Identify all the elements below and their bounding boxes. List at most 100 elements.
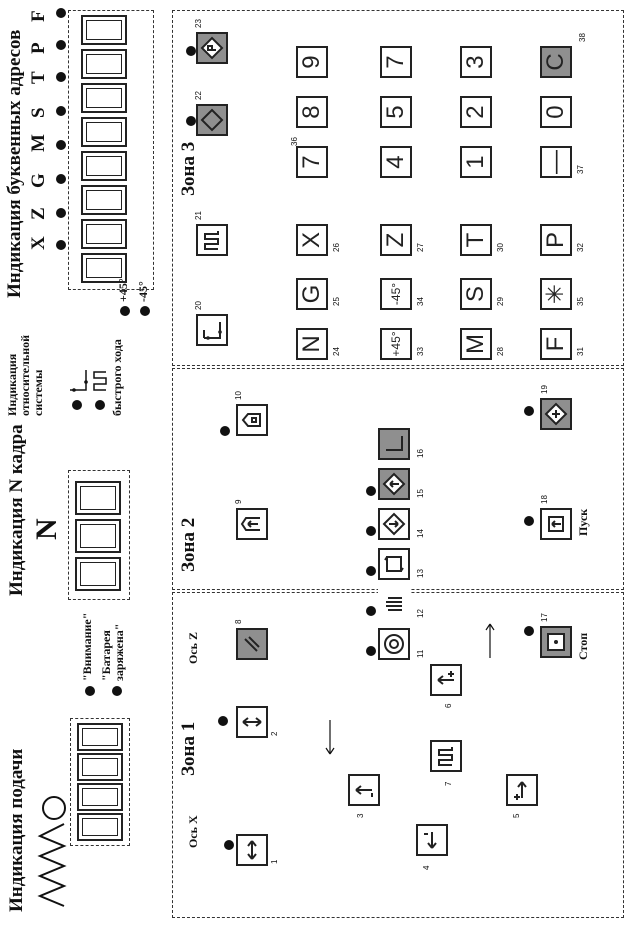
address-display bbox=[68, 10, 154, 290]
axis-z-button[interactable] bbox=[236, 706, 268, 738]
feed-display bbox=[70, 718, 130, 846]
key-1[interactable]: 1 bbox=[460, 146, 492, 178]
key-plus45[interactable]: +45° bbox=[380, 328, 412, 360]
start-label: Пуск bbox=[576, 508, 590, 536]
key-t[interactable]: T bbox=[460, 224, 492, 256]
key-7[interactable]: 7 bbox=[296, 146, 328, 178]
key-21-button[interactable] bbox=[196, 224, 228, 256]
key-number: 9 bbox=[234, 499, 243, 504]
rapid-mode-button[interactable] bbox=[430, 740, 462, 772]
key-number: 27 bbox=[416, 243, 425, 252]
plus45-lamp bbox=[120, 306, 130, 316]
minus45-lamp bbox=[140, 306, 150, 316]
warning-lamp bbox=[85, 686, 95, 696]
address-lamp-t bbox=[56, 72, 66, 82]
key-22-button[interactable] bbox=[196, 104, 228, 136]
key-number: 24 bbox=[332, 347, 341, 356]
key-23-button[interactable] bbox=[196, 32, 228, 64]
key-number: 1 bbox=[270, 859, 279, 864]
key-16-button[interactable] bbox=[378, 428, 410, 460]
key-g[interactable]: G bbox=[296, 278, 328, 310]
key-14-button[interactable] bbox=[378, 508, 410, 540]
key-number: 19 bbox=[540, 385, 549, 394]
key-m[interactable]: M bbox=[460, 328, 492, 360]
key-8[interactable]: 8 bbox=[296, 96, 328, 128]
key-9-button[interactable] bbox=[236, 508, 268, 540]
minus45-label: -45° bbox=[136, 281, 150, 302]
stop-lamp bbox=[524, 626, 534, 636]
lamp-19 bbox=[524, 406, 534, 416]
key-number: 15 bbox=[416, 489, 425, 498]
relative-indication-label: Индикация относительной системы bbox=[5, 334, 45, 416]
z-plus-button[interactable] bbox=[430, 664, 462, 696]
key-number: 3 bbox=[356, 813, 365, 818]
x-minus-button[interactable] bbox=[416, 824, 448, 856]
lamp-13 bbox=[366, 566, 376, 576]
key-number: 22 bbox=[194, 91, 203, 100]
axis-x-label: Ось X bbox=[186, 815, 200, 848]
key-number: 20 bbox=[194, 301, 203, 310]
key-8-button[interactable] bbox=[236, 628, 268, 660]
key-number: 2 bbox=[270, 731, 279, 736]
key-5[interactable]: 5 bbox=[380, 96, 412, 128]
key-number: 4 bbox=[422, 865, 431, 870]
battery-label: "Батарея заряжена" bbox=[99, 623, 126, 681]
lamp-12 bbox=[366, 606, 376, 616]
key-12-button[interactable] bbox=[378, 588, 410, 620]
key-p[interactable]: P bbox=[540, 224, 572, 256]
key-15-button[interactable] bbox=[378, 468, 410, 500]
key-3[interactable]: 3 bbox=[460, 46, 492, 78]
key-s[interactable]: S bbox=[460, 278, 492, 310]
z-minus-direction-arrow bbox=[325, 720, 335, 755]
key-dash[interactable]: — bbox=[540, 146, 572, 178]
relative-indicator-lamp bbox=[72, 400, 82, 410]
zone-1-title: Зона 1 bbox=[178, 721, 199, 776]
key-0[interactable]: 0 bbox=[540, 96, 572, 128]
stop-button[interactable] bbox=[540, 626, 572, 658]
relative-system-icon bbox=[70, 370, 88, 392]
zone-3-title: Зона 3 bbox=[178, 141, 199, 196]
key-number: 10 bbox=[234, 391, 243, 400]
frame-letter: N bbox=[30, 518, 63, 540]
rapid-label: быстрого хода bbox=[110, 339, 124, 416]
address-lamp-g bbox=[56, 174, 66, 184]
key-9[interactable]: 9 bbox=[296, 46, 328, 78]
key-2[interactable]: 2 bbox=[460, 96, 492, 128]
key-11-button[interactable] bbox=[378, 628, 410, 660]
key-star[interactable]: ✳ bbox=[540, 278, 572, 310]
address-letter-z: Z bbox=[28, 207, 49, 220]
key-c[interactable]: C bbox=[540, 46, 572, 78]
axis-x-button[interactable] bbox=[236, 834, 268, 866]
address-lamp-f bbox=[56, 8, 66, 18]
z-minus-button[interactable] bbox=[348, 774, 380, 806]
feed-symbol-icon bbox=[37, 796, 67, 907]
key-number: 18 bbox=[540, 495, 549, 504]
address-letter-t: T bbox=[28, 71, 49, 84]
frame-indication-title: Индикация N кадра bbox=[6, 424, 27, 596]
key-n[interactable]: N bbox=[296, 328, 328, 360]
key-x[interactable]: X bbox=[296, 224, 328, 256]
x-plus-button[interactable] bbox=[506, 774, 538, 806]
plus45-label: +45° bbox=[116, 278, 130, 302]
key-number: 31 bbox=[576, 347, 585, 356]
key-19-button[interactable] bbox=[540, 398, 572, 430]
key-number: 21 bbox=[194, 211, 203, 220]
address-letter-p: P bbox=[28, 42, 49, 54]
key-6[interactable]: 7 bbox=[380, 46, 412, 78]
key-f[interactable]: F bbox=[540, 328, 572, 360]
key-minus45[interactable]: -45° bbox=[380, 278, 412, 310]
key-10-button[interactable] bbox=[236, 404, 268, 436]
address-letter-f: F bbox=[28, 10, 49, 22]
key-number: 12 bbox=[416, 609, 425, 618]
axis-z-lamp bbox=[218, 716, 228, 726]
address-lamp-s bbox=[56, 106, 66, 116]
key-13-button[interactable] bbox=[378, 548, 410, 580]
start-button[interactable] bbox=[540, 508, 572, 540]
key-4[interactable]: 4 bbox=[380, 146, 412, 178]
key-number: 37 bbox=[576, 165, 585, 174]
address-lamp-m bbox=[56, 140, 66, 150]
key-number: 13 bbox=[416, 569, 425, 578]
key-z[interactable]: Z bbox=[380, 224, 412, 256]
key-20-button[interactable] bbox=[196, 314, 228, 346]
